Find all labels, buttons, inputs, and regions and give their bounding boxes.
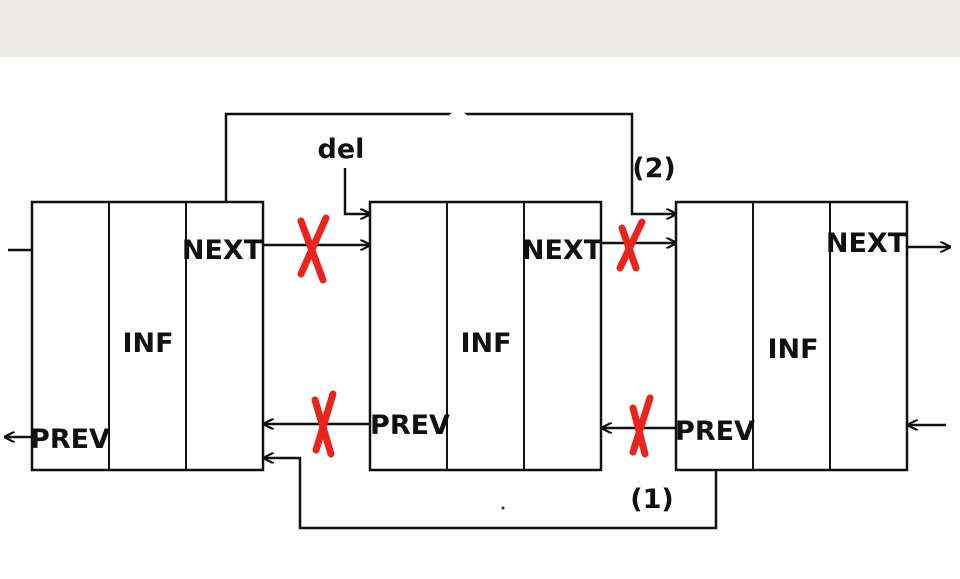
cross-next-node1-node2 — [297, 214, 330, 284]
cross-prev-node2-node1 — [311, 390, 337, 458]
node-3-next-label: NEXT — [826, 228, 907, 259]
node-3-inf-label: INF — [767, 334, 818, 365]
cross-next-node2-node3 — [616, 218, 646, 272]
node-1-next-label: NEXT — [182, 235, 263, 266]
node-3-prev-label: PREV — [675, 416, 755, 447]
node-1-prev-label: PREV — [30, 424, 110, 455]
node-2-next-label: NEXT — [522, 235, 603, 266]
node-3: PREV INF NEXT — [674, 200, 909, 472]
node-2-inf-label: INF — [460, 328, 511, 359]
bypass-next-link — [224, 112, 676, 214]
del-pointer-arrow — [343, 168, 370, 214]
header-bar — [0, 0, 960, 57]
node-1-inf-label: INF — [122, 328, 173, 359]
del-pointer-label: del — [318, 134, 365, 165]
node-1: PREV INF NEXT — [30, 200, 265, 472]
node-2: PREV INF NEXT — [368, 200, 603, 472]
step-1-label: (1) — [630, 484, 673, 515]
cross-prev-node3-node2 — [629, 394, 654, 458]
bypass-prev-link — [264, 458, 718, 530]
node-2-prev-label: PREV — [370, 410, 450, 441]
bypass-gap-mark — [447, 110, 469, 121]
step-2-label: (2) — [632, 153, 675, 184]
stray-dot — [501, 506, 505, 510]
